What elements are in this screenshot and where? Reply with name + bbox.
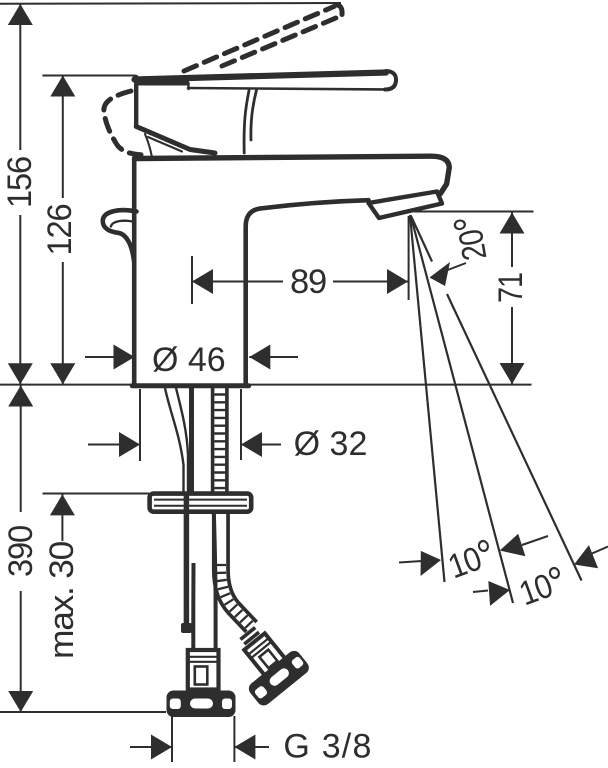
svg-text:max. 30: max. 30 (43, 542, 81, 659)
svg-text:156: 156 (1, 157, 39, 208)
svg-text:126: 126 (41, 204, 79, 255)
svg-text:Ø 46: Ø 46 (152, 341, 226, 379)
svg-text:10°: 10° (513, 557, 573, 619)
svg-text:390: 390 (2, 526, 40, 577)
svg-text:G 3/8: G 3/8 (283, 728, 372, 766)
svg-text:89: 89 (290, 263, 326, 301)
svg-text:10°: 10° (442, 530, 502, 592)
svg-text:20°: 20° (444, 212, 500, 264)
svg-text:71: 71 (492, 273, 530, 303)
svg-text:Ø 32: Ø 32 (294, 425, 368, 463)
